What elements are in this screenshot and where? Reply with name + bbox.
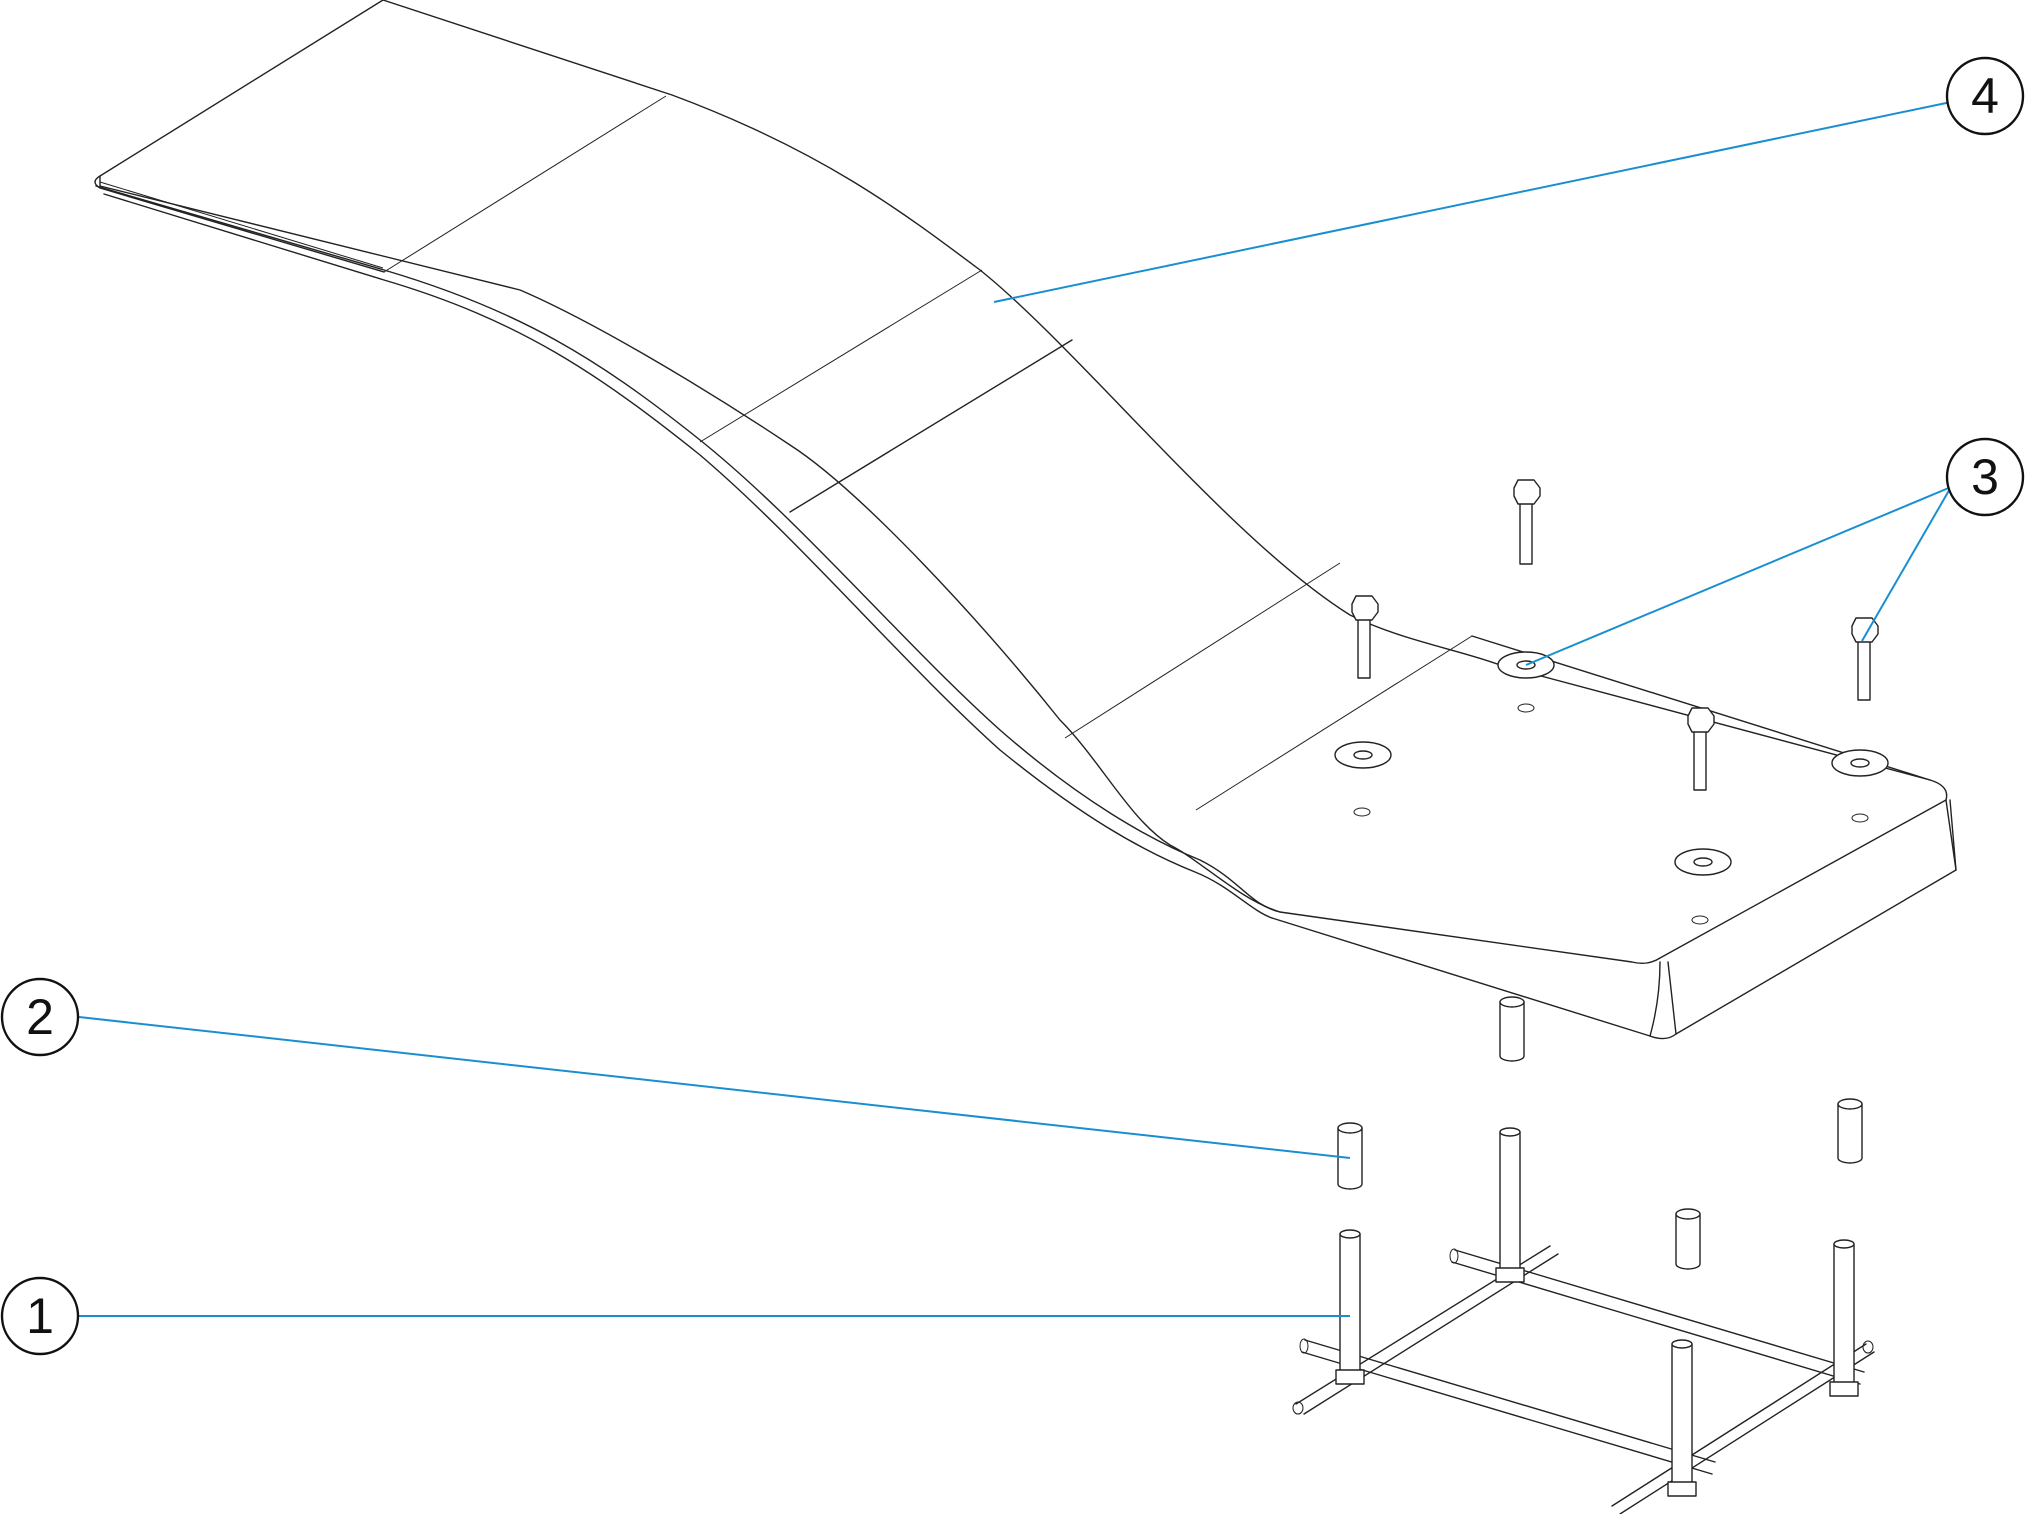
callout-3: 3 [1945, 437, 2025, 517]
anchor-frame [1292, 1127, 1875, 1514]
callout-2-label: 2 [26, 989, 54, 1045]
spacer-tubes [1337, 996, 1863, 1270]
bolt-hole [1353, 807, 1371, 817]
bolt-hole [1851, 813, 1869, 823]
washer-3 [1831, 749, 1889, 777]
callout-4-label: 4 [1971, 68, 1999, 124]
frame-rod [1829, 1239, 1859, 1397]
leader-line-3b [1861, 486, 1952, 642]
spacer-tube [1337, 1122, 1363, 1190]
callout-2: 2 [0, 977, 80, 1057]
leader-line-4 [993, 101, 1952, 303]
callout-3-label: 3 [1971, 449, 1999, 505]
diving-board [94, 0, 1957, 1040]
hex-bolt [1687, 707, 1715, 791]
hex-bolts [1351, 479, 1879, 791]
frame-rod [1667, 1339, 1697, 1497]
callout-4: 4 [1945, 56, 2025, 136]
callout-1-label: 1 [26, 1288, 54, 1344]
leader-lines [78, 101, 1952, 1317]
hex-bolt [1851, 617, 1879, 701]
leader-line-2 [78, 1016, 1351, 1159]
spacer-tube [1837, 1098, 1863, 1164]
hex-bolt [1513, 479, 1541, 565]
frame-rod [1335, 1229, 1365, 1385]
leader-line-3a [1525, 486, 1952, 666]
bolt-hole [1517, 703, 1535, 713]
bolt-hole [1691, 915, 1709, 925]
spacer-tube [1499, 996, 1525, 1062]
spacer-tube [1675, 1208, 1701, 1270]
washer-2 [1334, 741, 1392, 769]
hex-bolt [1351, 595, 1379, 679]
washer-4 [1674, 848, 1732, 876]
callout-1: 1 [0, 1276, 80, 1356]
frame-rod [1495, 1127, 1525, 1283]
